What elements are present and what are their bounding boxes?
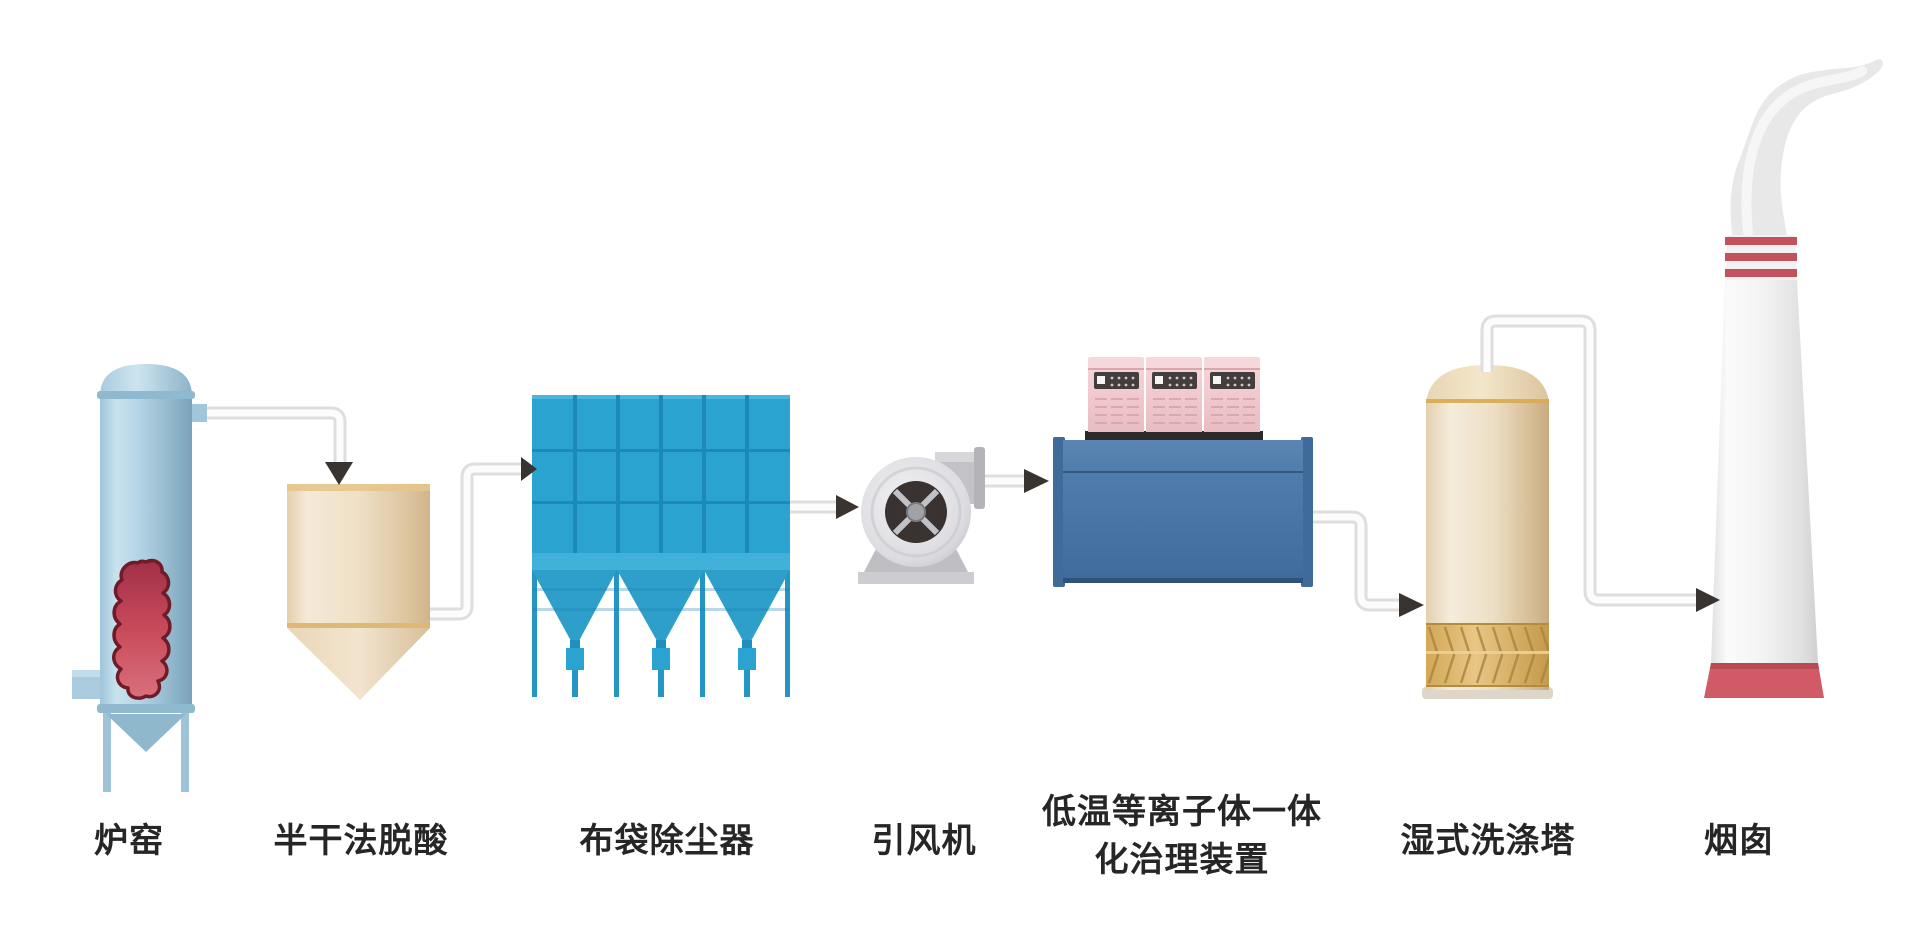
hopper-cone — [287, 628, 430, 700]
label-furnace: 炉窑 — [94, 822, 164, 860]
pipe-scrubber-to-chimney — [1480, 314, 1697, 607]
furnace-cone — [106, 714, 186, 752]
hopper-body — [287, 484, 430, 625]
flow-arrow-icon — [836, 495, 859, 519]
furnace-outlet-stub — [190, 404, 207, 422]
baghouse-hopper-cone — [617, 570, 704, 641]
flow-arrow-icon — [1024, 469, 1049, 493]
chimney-body — [1711, 280, 1818, 663]
low-temp-plasma-unit-graphic — [1053, 357, 1313, 587]
smoke-plume-icon — [1730, 59, 1883, 240]
baghouse-leg — [614, 558, 619, 697]
flow-arrows — [325, 457, 1720, 617]
power-cabinet — [1204, 357, 1260, 432]
baghouse-hopper-cone — [704, 570, 790, 641]
label-chimney: 烟囱 — [1704, 822, 1774, 860]
furnace-leg — [103, 708, 111, 792]
flow-arrow-icon — [1399, 593, 1424, 617]
flow-arrow-icon — [521, 457, 537, 481]
furnace-leg — [181, 708, 189, 792]
flow-arrow-icon — [1696, 588, 1720, 612]
induced-draft-fan-graphic — [858, 447, 985, 584]
pipe-hopper-to-baghouse — [420, 462, 522, 621]
furnace-dome — [100, 364, 192, 396]
power-cabinet — [1146, 357, 1202, 432]
flame-icon — [112, 558, 172, 700]
plasma-flange — [1301, 437, 1313, 587]
power-cabinet — [1088, 357, 1144, 432]
pipe-furnace-to-hopper — [200, 406, 347, 466]
flow-arrow-icon — [325, 462, 353, 485]
label-induced-draft-fan: 引风机 — [871, 822, 977, 860]
chimney-red-stripes — [1725, 237, 1797, 277]
plasma-flange — [1053, 437, 1065, 587]
baghouse-leg — [785, 558, 790, 697]
scrubber-dome — [1426, 365, 1549, 402]
chimney-graphic — [1704, 59, 1883, 698]
label-plasma-unit: 低温等离子体一体 化治理装置 — [1042, 793, 1322, 879]
semi-dry-deacidification-graphic — [287, 484, 430, 700]
baghouse-hopper-cone — [532, 570, 617, 641]
bag-dust-collector-graphic — [532, 395, 790, 697]
pipe-plasma-to-scrubber — [1305, 510, 1400, 612]
plasma-body — [1063, 440, 1303, 583]
label-semi-dry-deacid: 半干法脱酸 — [273, 822, 449, 860]
scrubber-packing-band — [1426, 623, 1549, 687]
baghouse-dust-outlets — [566, 640, 756, 697]
baghouse-leg — [700, 558, 705, 697]
baghouse-leg — [532, 558, 537, 697]
chimney-red-base — [1704, 663, 1824, 698]
wet-scrubber-graphic — [1422, 365, 1553, 699]
furnace-graphic — [72, 364, 207, 792]
plasma-power-cabinets — [1085, 357, 1263, 440]
label-wet-scrubber: 湿式洗涤塔 — [1400, 822, 1576, 860]
label-bag-dust-collector: 布袋除尘器 — [579, 822, 755, 860]
